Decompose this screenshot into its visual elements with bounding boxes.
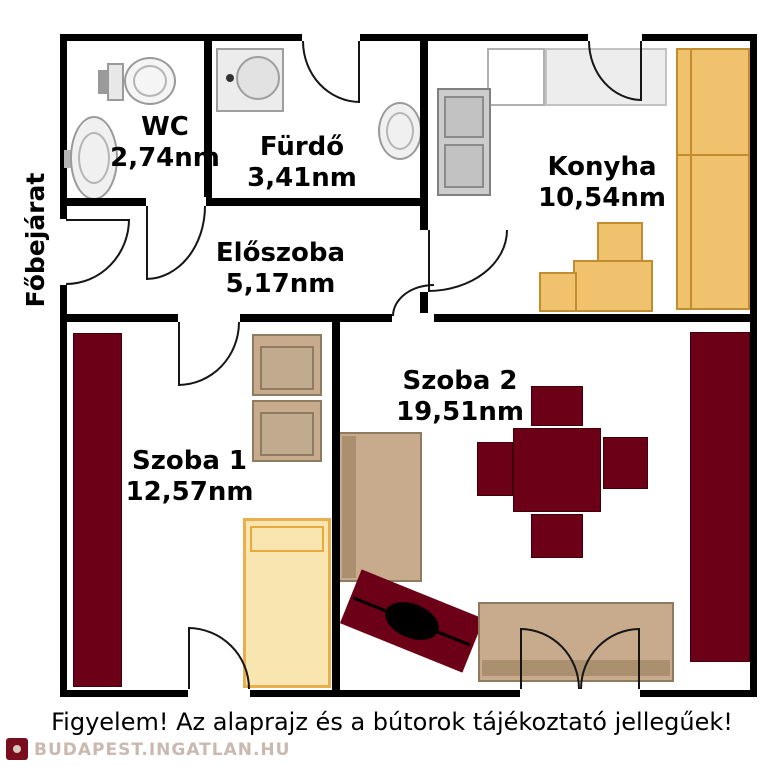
room-name: Szoba 1: [131, 446, 248, 476]
kitchen-chair: [539, 272, 577, 312]
room-area: 3,41nm: [247, 162, 357, 193]
opening-szoba2-balcony: [520, 688, 640, 698]
room-label-szoba1: Szoba 1 12,57nm: [112, 446, 267, 507]
dining-chair: [477, 442, 513, 496]
kitchen-table: [573, 260, 653, 312]
desk-chair: [379, 594, 445, 648]
opening-entrance: [58, 219, 68, 285]
wc-sink-faucet: [64, 150, 72, 168]
wardrobe-left: [73, 333, 122, 687]
dining-table: [513, 428, 601, 512]
room-area: 2,74nm: [110, 142, 220, 173]
cabinet-divider-vertical: [690, 48, 692, 310]
furdo-basin-inner: [386, 112, 414, 150]
wall-wc-furdo-eloszoba: [67, 198, 428, 206]
toilet-bowl-inner: [133, 65, 167, 97]
opening-konyha-door: [419, 230, 429, 292]
furdo-drain-dot: [226, 74, 234, 82]
room-area: 10,54nm: [538, 182, 666, 213]
opening-eloszoba-szoba2: [392, 313, 434, 323]
room-name: Fürdő: [259, 132, 345, 162]
stove: [487, 48, 545, 106]
kitchen-chair: [597, 222, 643, 262]
room-area: 5,17nm: [225, 268, 336, 299]
wardrobe-right: [690, 332, 750, 662]
kitchen-tall-cabinet: [676, 48, 750, 310]
room-name: Szoba 2: [402, 366, 518, 396]
opening-furdo-top: [302, 33, 360, 42]
fridge-shelf-bottom: [444, 144, 484, 188]
armchair-seat: [260, 346, 314, 390]
sofa-backrest: [342, 436, 356, 578]
fridge-shelf-top: [444, 96, 484, 138]
room-area: 19,51nm: [396, 396, 524, 427]
room-label-konyha: Konyha 10,54nm: [522, 152, 682, 213]
room-label-eloszoba: Előszoba 5,17nm: [198, 238, 363, 299]
watermark-logo-icon: [6, 738, 28, 760]
room-label-wc: WC 2,74nm: [95, 112, 235, 173]
dining-chair: [531, 514, 583, 558]
furdo-washstand-bowl: [236, 56, 280, 100]
wall-konyha-left: [420, 41, 428, 322]
room-name: WC: [141, 112, 189, 142]
room-label-furdo: Fürdő 3,41nm: [228, 132, 376, 193]
room-area: 12,57nm: [125, 476, 254, 507]
dining-chair: [603, 437, 648, 489]
cabinet-divider-horizontal: [676, 154, 750, 156]
main-entrance-label: Főbejárat: [21, 172, 50, 308]
bed: [243, 518, 331, 688]
wall-wc-furdo: [204, 41, 212, 206]
bed-pillow: [250, 526, 324, 552]
opening-szoba1-door: [178, 313, 240, 323]
opening-wc-door: [146, 197, 206, 207]
toilet-pipe: [98, 70, 107, 94]
room-name: Konyha: [547, 152, 657, 182]
room-label-szoba2: Szoba 2 19,51nm: [385, 366, 535, 427]
opening-konyha-top: [588, 33, 642, 42]
wc-sink-inner: [78, 132, 110, 184]
wall-szoba-divider: [332, 314, 340, 690]
dining-chair: [531, 386, 583, 426]
opening-szoba1-balcony: [188, 688, 250, 698]
room-name: Előszoba: [215, 238, 346, 268]
watermark-text: BUDAPEST.INGATLAN.HU: [34, 740, 291, 760]
disclaimer-caption: Figyelem! Az alaprajz és a bútorok tájék…: [51, 708, 733, 736]
toilet-tank: [107, 63, 124, 101]
armchair-seat: [260, 412, 314, 456]
